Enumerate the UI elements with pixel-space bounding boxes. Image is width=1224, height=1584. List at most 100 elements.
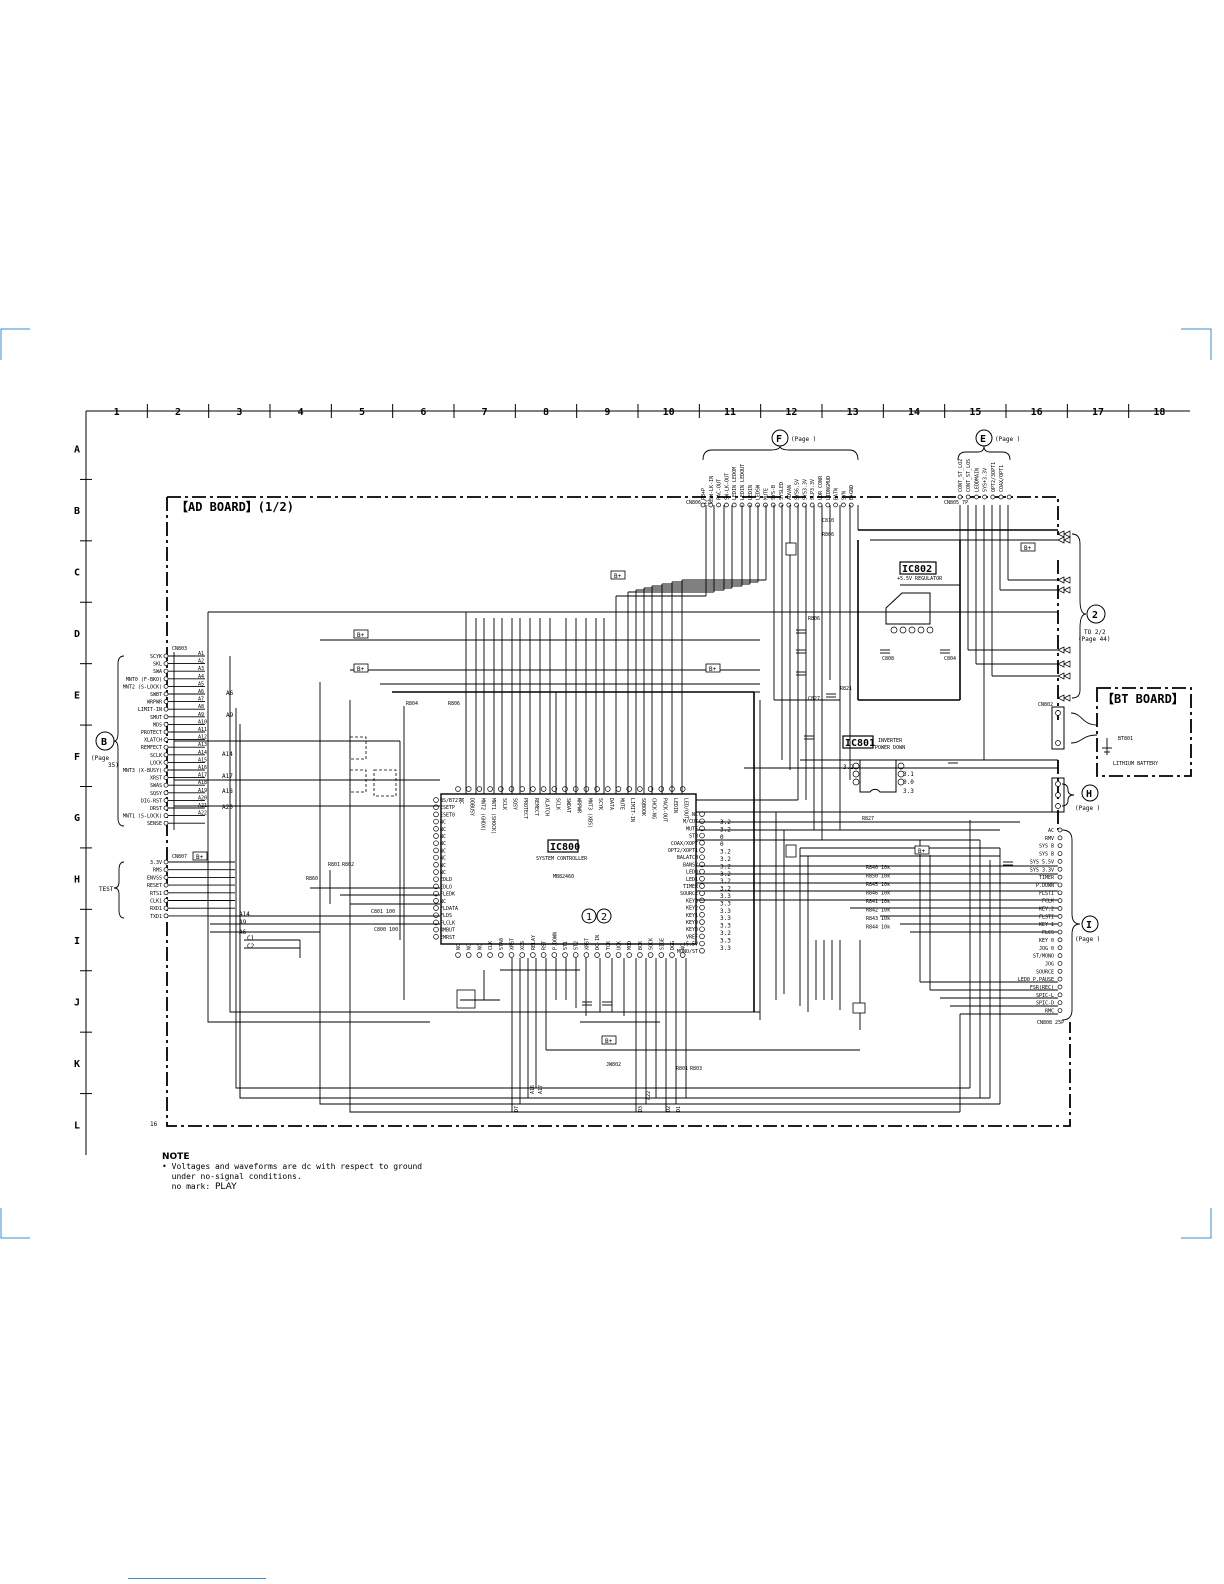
- svg-text:C810: C810: [822, 518, 834, 524]
- cn801-label: LOCK: [150, 760, 162, 766]
- column-label: 5: [359, 407, 365, 418]
- cn805-label: CONT_ST_LOS: [966, 459, 972, 492]
- note-line-2: under no-signal conditions.: [162, 1172, 302, 1181]
- svg-text:A6: A6: [226, 690, 234, 697]
- svg-text:C801 100: C801 100: [371, 909, 395, 915]
- row-label: L: [74, 1120, 80, 1131]
- crop-marks: [0, 328, 1212, 1239]
- cn801-label: LIMIT-IN: [138, 707, 162, 713]
- ic800-bottom-pin: TCK: [606, 941, 612, 950]
- ic800-top-pin: LIMIT-IN: [629, 798, 635, 822]
- ic800-left-pin: NC: [440, 870, 446, 876]
- ic801-desc1: INVERTER: [878, 738, 903, 744]
- cn801-pin: A2: [198, 659, 204, 665]
- resistor-label: R840 10k: [866, 865, 890, 871]
- ic800-right-pin: +5.5V: [683, 942, 698, 948]
- cn806-label: LIDNGMUD: [826, 476, 832, 500]
- ic800-right-pin: KEY2: [686, 906, 698, 912]
- voltage-value: 3.2: [720, 819, 731, 826]
- cn805-label: LEDDMAIN: [974, 468, 980, 492]
- ic800-right-pin: SOURCE: [680, 891, 698, 897]
- cn808-label: SYS 5.5V: [1030, 859, 1054, 865]
- note-line-3: no mark:: [162, 1182, 215, 1191]
- cn801-label: SKL: [153, 662, 162, 668]
- ic800-left-pin: NC: [440, 848, 446, 854]
- cn801-label: SWAS: [150, 783, 162, 789]
- voltage-value: 3.3: [720, 945, 731, 952]
- cn808-label: SYS B: [1039, 852, 1054, 858]
- svg-text:A17: A17: [538, 1085, 544, 1094]
- cn801-pin: A10: [198, 719, 207, 725]
- ic800-top-pin: CHCK-NG: [651, 798, 657, 819]
- cn801-label: REMFECT: [141, 745, 162, 751]
- ic800-left-pin: FLDS: [440, 913, 452, 919]
- ic800-bottom-pin: STA0: [499, 938, 505, 950]
- svg-text:B+: B+: [1024, 545, 1032, 552]
- ic800-left-pin: ESET0: [440, 812, 455, 818]
- ref-i-page: (Page ): [1075, 936, 1100, 943]
- test-label: RESET: [147, 883, 162, 889]
- row-label: G: [74, 813, 80, 824]
- ic800-right-pin: KEY3: [686, 898, 698, 904]
- column-label: 13: [847, 407, 859, 418]
- ref-2-line1: TO 2/2: [1084, 629, 1106, 636]
- ic800-top-pin: SCLK: [501, 798, 507, 810]
- cn808-label: KEY.2: [1039, 907, 1054, 913]
- ic800-right-pin: COAX/XOPT: [671, 841, 698, 847]
- ref-2-line2: (Page 44): [1078, 636, 1111, 643]
- ic800-right-pin: MUTE: [686, 826, 698, 832]
- ic800-right-pin: TIMER: [683, 884, 699, 890]
- svg-text:C800 100: C800 100: [374, 927, 398, 933]
- column-label: 14: [908, 407, 920, 418]
- cn808-label: RMC: [1045, 1009, 1054, 1015]
- voltage-value: 0: [720, 834, 724, 841]
- column-label: 9: [604, 407, 610, 418]
- column-label: 4: [298, 407, 304, 418]
- ic800-part: MB82460: [553, 874, 574, 880]
- cn806-label: MUTE: [763, 488, 769, 500]
- voltage-value: 3.3: [720, 908, 731, 915]
- column-label: 15: [969, 407, 981, 418]
- ic800-bottom-pin: P.DOWN: [552, 932, 558, 950]
- svg-text:B+: B+: [196, 854, 204, 861]
- bt-board-title: 【BT BOARD】: [1102, 691, 1184, 706]
- cn801-pin: A14: [198, 750, 207, 756]
- ic800-right-pin: VREF: [686, 934, 698, 940]
- resistor-label: R844 10k: [866, 925, 890, 931]
- ic800-left-pin: NC: [440, 863, 446, 869]
- voltage-value: 3.2: [720, 856, 731, 863]
- ic800-right-pin: MONO/ST: [677, 949, 698, 955]
- svg-text:R803: R803: [690, 1066, 702, 1072]
- cn801-pin: A12: [198, 735, 207, 741]
- row-label: E: [74, 690, 80, 701]
- svg-text:R821: R821: [840, 686, 852, 692]
- svg-text:A14: A14: [222, 751, 233, 758]
- resistor-label: R845 10k: [866, 882, 890, 888]
- ic800-bottom-pin: NC: [467, 944, 473, 950]
- cn801-label: SENSE: [147, 821, 162, 827]
- svg-text:B+: B+: [605, 1038, 613, 1045]
- cn806-label: SLP3.3V: [810, 479, 816, 500]
- test-label: TXD1: [150, 914, 162, 920]
- ic800-top-pin: XLATCH: [544, 798, 550, 816]
- ref-h-letter: H: [1086, 789, 1092, 800]
- cn806-label: LEDIN LEDOM: [732, 467, 738, 500]
- cn801-pin: A13: [198, 742, 207, 748]
- cn801-label: SWA: [153, 669, 162, 675]
- cn808-label: AC: [1048, 828, 1054, 834]
- cn808-label: SYS B: [1039, 844, 1054, 850]
- svg-text:A9: A9: [226, 712, 234, 719]
- cn801-pin: A22: [198, 811, 207, 817]
- ic800-top-pin: SWDAT: [565, 798, 571, 813]
- cn805-label: CONT_ST_LO2: [958, 459, 964, 492]
- ic800-left-pin: NC: [440, 856, 446, 862]
- note-line-1: • Voltages and waveforms are dc with res…: [162, 1162, 423, 1171]
- test-label: RMS: [153, 868, 162, 874]
- svg-text:A16: A16: [530, 1085, 536, 1094]
- ic800-bottom-pin: CLK: [488, 941, 494, 950]
- voltage-value: 3.2: [720, 863, 731, 870]
- cn801-label: DRST: [150, 806, 162, 812]
